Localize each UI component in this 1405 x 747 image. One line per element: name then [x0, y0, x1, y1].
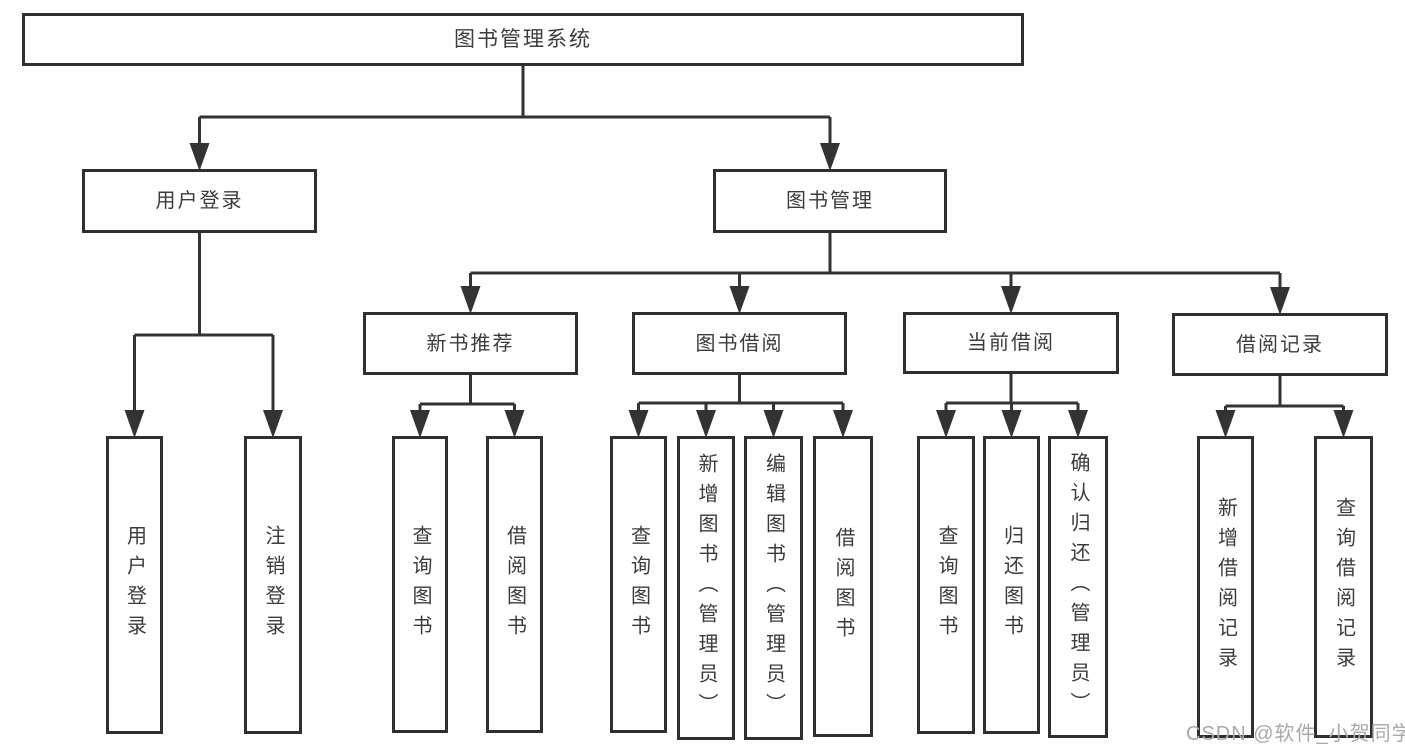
node-add-borrow-record: 新增借阅记录: [1197, 436, 1254, 738]
node-book-borrow: 图书借阅: [632, 312, 847, 375]
node-borrow-records: 借阅记录: [1172, 313, 1388, 376]
node-user-login-leaf: 用户登录: [106, 436, 163, 734]
node-logout-leaf: 注销登录: [244, 436, 302, 734]
node-library-system: 图书管理系统: [22, 13, 1024, 66]
node-borrow-borrow-books: 借阅图书: [813, 436, 873, 737]
node-newbook-query-books: 查询图书: [392, 436, 448, 733]
node-add-book-admin: 新增图书（管理员）: [677, 436, 735, 740]
node-newbook-borrow-books: 借阅图书: [486, 436, 543, 733]
node-return-book: 归还图书: [983, 436, 1040, 734]
node-current-query-books: 查询图书: [917, 436, 975, 734]
node-query-borrow-record: 查询借阅记录: [1314, 436, 1373, 738]
node-borrow-query-books: 查询图书: [610, 436, 667, 733]
watermark: CSDN @软件_小贺同学: [1186, 723, 1405, 745]
node-user-login: 用户登录: [82, 169, 317, 233]
node-current-borrow: 当前借阅: [903, 312, 1119, 374]
node-confirm-return-admin: 确认归还（管理员）: [1048, 436, 1108, 738]
node-book-management: 图书管理: [713, 169, 947, 233]
node-edit-book-admin: 编辑图书（管理员）: [744, 436, 803, 740]
node-new-book-recommend: 新书推荐: [363, 312, 578, 375]
